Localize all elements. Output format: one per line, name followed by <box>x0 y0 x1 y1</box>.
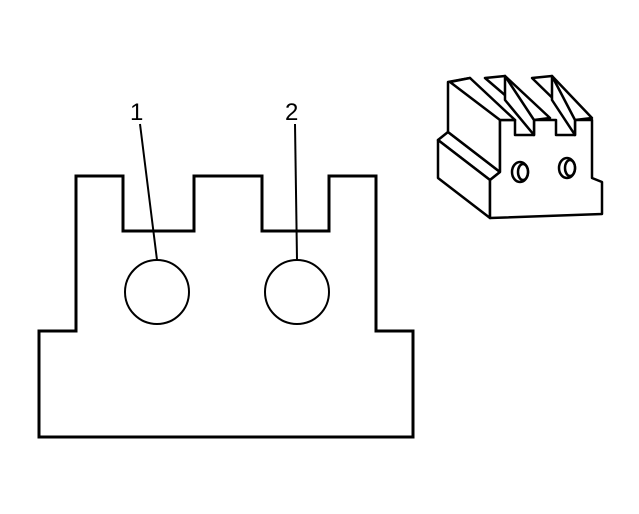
body-front-face <box>488 118 604 220</box>
slot-2-inner-face <box>550 74 577 137</box>
terminal-cavity-1 <box>124 259 190 325</box>
terminal-hole-1-inner <box>516 162 530 182</box>
ridge-1-top <box>448 76 517 122</box>
callout-1: 1 <box>130 99 143 126</box>
leader-lines <box>139 123 298 261</box>
leader-line-2 <box>294 123 298 261</box>
terminal-hole-2-inner <box>563 158 577 178</box>
connector-face-view <box>37 174 415 439</box>
leader-line-1 <box>139 123 158 261</box>
connector-3d-view <box>436 74 604 220</box>
callout-2: 2 <box>285 99 298 126</box>
connector-face-outline <box>37 174 415 439</box>
terminal-cavity-2 <box>264 259 330 325</box>
slot-1-inner-face <box>503 74 536 137</box>
